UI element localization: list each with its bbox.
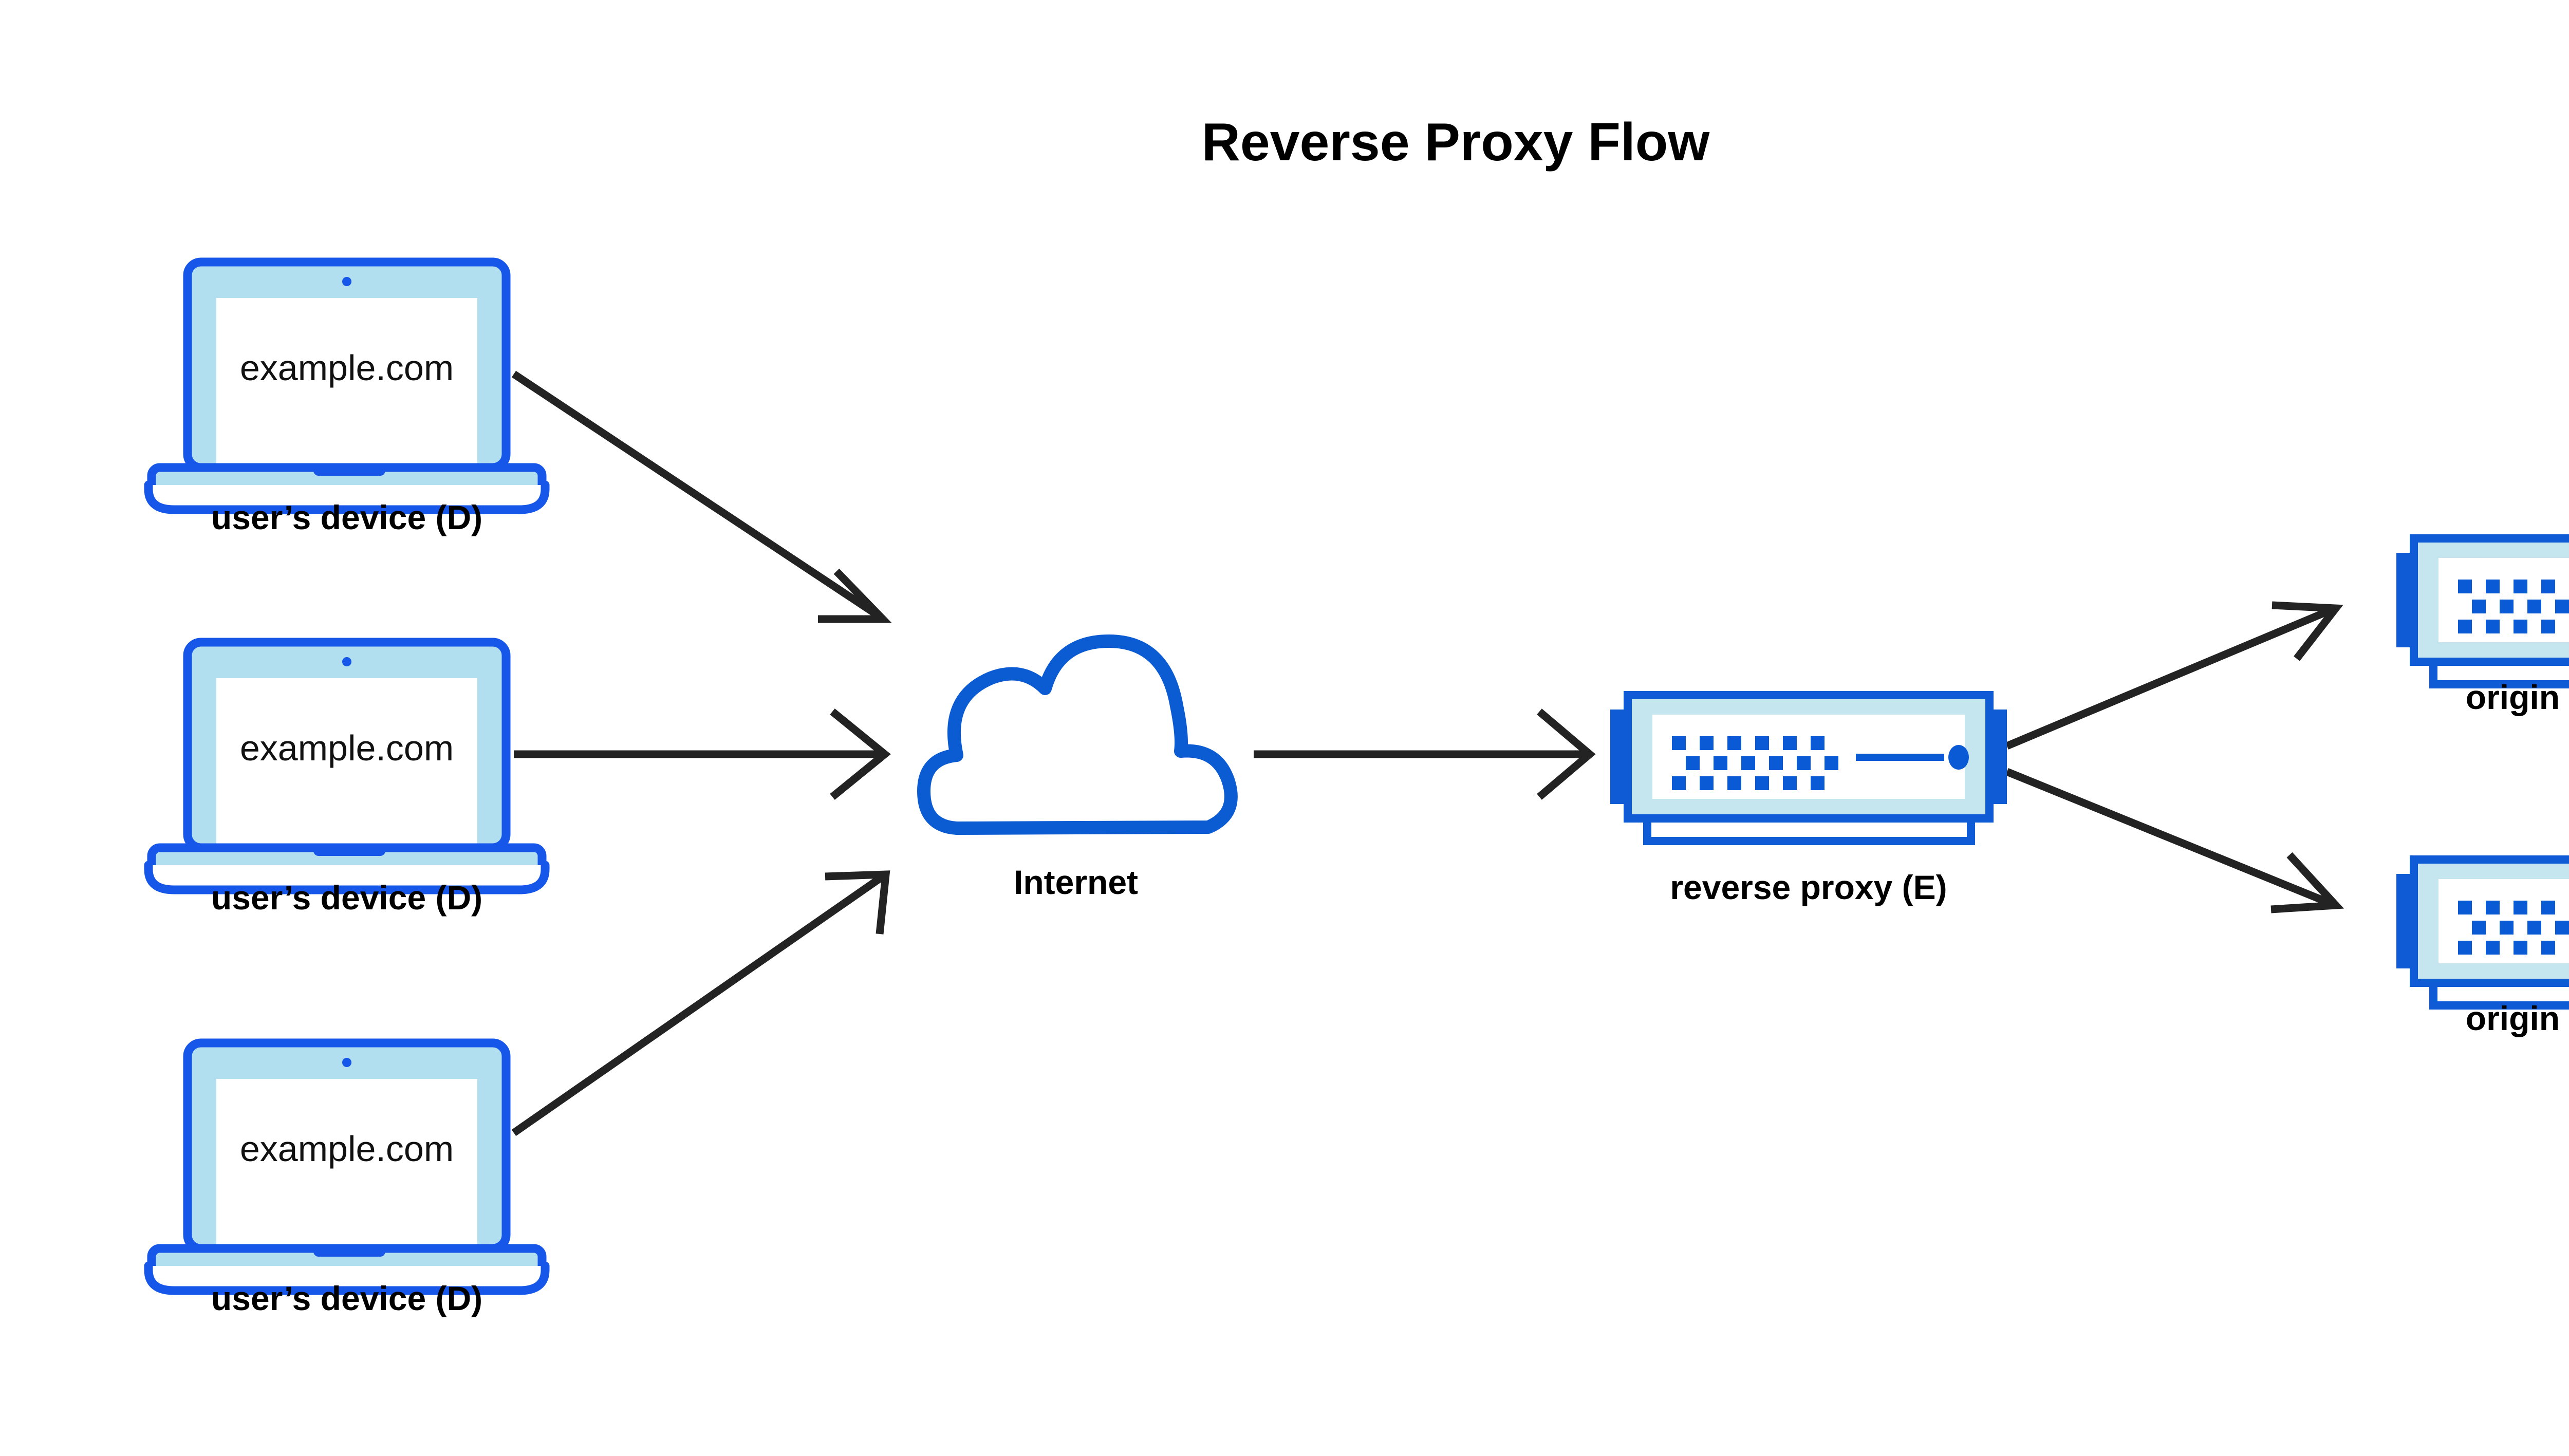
server-icon [1610, 695, 2007, 841]
arrow-icon [2272, 601, 2343, 661]
edge-client-middle-to-internet [514, 708, 891, 800]
cloud-icon [917, 634, 1238, 835]
node-client-middle[interactable]: example.com user’s device (D) [148, 642, 545, 917]
node-internet[interactable]: Internet [917, 634, 1238, 901]
client-bottom-label: user’s device (D) [211, 1279, 482, 1317]
server-icon [2396, 538, 2569, 684]
arrow-icon [2270, 852, 2344, 913]
connector-layer [511, 370, 2344, 1136]
node-origin-top[interactable]: origin server (F) [2396, 538, 2569, 716]
edge-proxy-to-origin-bottom [2005, 768, 2344, 913]
edge-client-bottom-to-internet [511, 870, 890, 1136]
node-client-top[interactable]: example.com user’s device (D) [148, 262, 545, 536]
edge-internet-to-proxy [1254, 708, 1596, 800]
internet-label: Internet [1014, 863, 1138, 901]
reverse-proxy-label: reverse proxy (E) [1670, 868, 1947, 906]
client-screen-text: example.com [240, 728, 454, 768]
client-middle-label: user’s device (D) [211, 879, 482, 917]
client-screen-text: example.com [240, 1129, 454, 1169]
edge-client-top-to-internet [511, 370, 892, 623]
server-icon [2396, 860, 2569, 1005]
origin-top-label: origin server (F) [2466, 678, 2569, 716]
node-client-bottom[interactable]: example.com user’s device (D) [148, 1043, 545, 1317]
arrow-icon [1537, 708, 1596, 800]
client-top-label: user’s device (D) [211, 498, 482, 536]
origin-bottom-label: origin server (F) [2466, 999, 2569, 1037]
edge-proxy-to-origin-top [2005, 601, 2343, 750]
client-screen-text: example.com [240, 348, 454, 388]
arrow-icon [830, 708, 891, 800]
arrow-icon [825, 870, 890, 935]
page-title: Reverse Proxy Flow [1202, 113, 1710, 172]
node-origin-bottom[interactable]: origin server (F) [2396, 860, 2569, 1037]
arrow-icon [818, 568, 892, 623]
node-reverse-proxy[interactable]: reverse proxy (E) [1610, 695, 2007, 906]
